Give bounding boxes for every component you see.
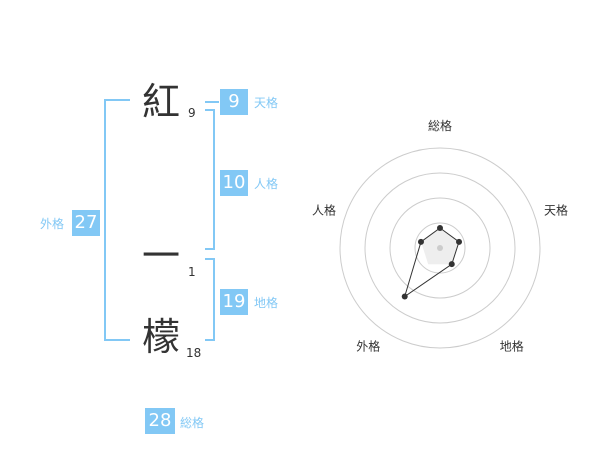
radar-point	[448, 261, 455, 268]
tenkaku-connector	[205, 101, 219, 103]
radar-point	[437, 225, 443, 231]
jinkaku-bracket-vertical	[213, 109, 215, 250]
radar-center-point	[437, 245, 443, 251]
chikaku-value: 19	[220, 289, 248, 315]
radar-ring	[339, 147, 541, 349]
radar-axis-label-tenkaku: 天格	[544, 202, 568, 217]
tenkaku-value: 9	[220, 89, 248, 115]
tenkaku-label: 天格	[254, 96, 279, 110]
radar-series-polygon	[403, 227, 460, 298]
gaikaku-bracket-bottom	[104, 339, 130, 341]
jinkaku-value: 10	[220, 170, 248, 196]
gaikaku-label: 外格	[40, 217, 65, 231]
gaikaku-value: 27	[72, 210, 100, 236]
chikaku-bracket-bottom	[205, 339, 215, 341]
stroke-count-2: 1	[188, 265, 196, 279]
soukaku-label: 総格	[180, 416, 205, 430]
chikaku-label: 地格	[254, 296, 279, 310]
name-char-3: 檬	[142, 315, 181, 359]
chikaku-bracket-top	[205, 258, 215, 260]
radar-axis-label-gaikaku: 外格	[356, 339, 380, 354]
jinkaku-bracket-top	[205, 109, 215, 111]
radar-grid	[339, 147, 541, 349]
radar-point	[456, 238, 463, 245]
stroke-count-3: 18	[186, 346, 202, 360]
radar-ring	[389, 197, 491, 299]
radar-point	[417, 238, 424, 245]
radar-point	[401, 293, 408, 300]
soukaku-value: 28	[145, 408, 175, 434]
jinkaku-label: 人格	[254, 177, 279, 191]
jinkaku-bracket-bottom	[205, 248, 215, 250]
radar-ring	[364, 172, 516, 324]
chikaku-bracket-vertical	[213, 258, 215, 341]
stroke-count-1: 9	[188, 106, 196, 120]
name-char-2: 一	[142, 234, 181, 278]
radar-chart: 総格 天格 地格 外格 人格	[312, 118, 568, 354]
radar-axis-label-chikaku: 地格	[500, 339, 524, 354]
radar-ring	[414, 222, 466, 274]
radar-axis-label-jinkaku: 人格	[312, 202, 336, 217]
gaikaku-bracket-vertical	[104, 99, 106, 341]
radar-axis-label-soukaku: 総格	[428, 118, 452, 133]
gaikaku-bracket-top	[104, 99, 130, 101]
name-char-1: 紅	[142, 80, 181, 124]
